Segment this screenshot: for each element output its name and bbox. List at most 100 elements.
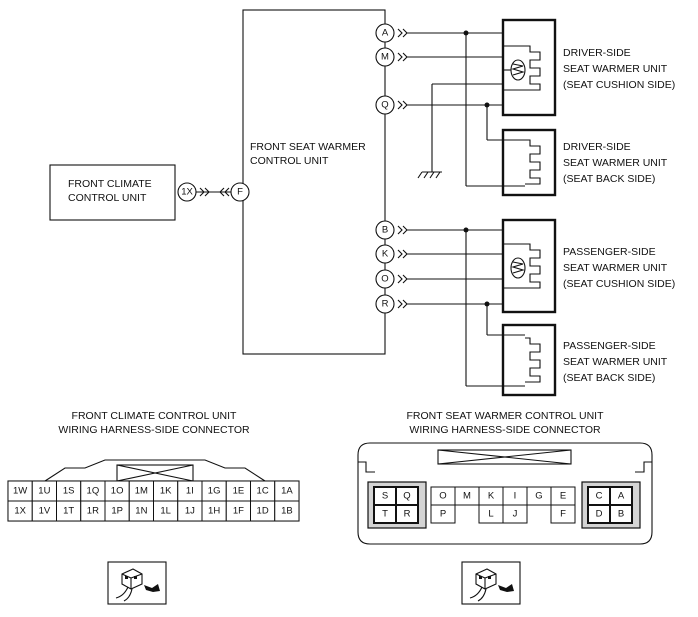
connector-pin-cell — [430, 504, 456, 524]
svg-text:R: R — [382, 299, 389, 310]
svg-text:PASSENGER-SIDE: PASSENGER-SIDE — [563, 246, 656, 258]
connector-pin-label: 1K — [160, 486, 172, 497]
connector-pin-label: 1X — [14, 506, 26, 517]
connector-pin-label: 1F — [233, 506, 244, 517]
climate-control-unit-box — [49, 164, 176, 221]
svg-text:(SEAT BACK SIDE): (SEAT BACK SIDE) — [563, 173, 655, 185]
connector-pin-label: 1V — [39, 506, 51, 517]
warmer-label-passenger-cushion: PASSENGER-SIDE SEAT WARMER UNIT (SEAT CU… — [563, 246, 675, 290]
connector-pin-label: 1O — [111, 486, 124, 497]
connector-pin-cell — [395, 504, 419, 524]
connector-pin-label: J — [513, 509, 518, 520]
svg-text:DRIVER-SIDE: DRIVER-SIDE — [563, 47, 631, 59]
terminal-f — [230, 182, 250, 202]
climate-unit-label-2: CONTROL UNIT — [68, 192, 147, 204]
connector-pin-label: 1J — [185, 506, 195, 517]
warmer-label-passenger-back: PASSENGER-SIDE SEAT WARMER UNIT (SEAT BA… — [563, 340, 668, 384]
warmer-label-driver-back: DRIVER-SIDE SEAT WARMER UNIT (SEAT BACK … — [563, 141, 668, 185]
connector-pin-label: S — [382, 491, 388, 502]
svg-text:WIRING HARNESS-SIDE CONNECTOR: WIRING HARNESS-SIDE CONNECTOR — [58, 424, 250, 436]
seat-warmer-control-unit-box — [242, 9, 386, 355]
terminal-a: A — [375, 23, 395, 43]
svg-text:Q: Q — [381, 100, 388, 111]
connector-pin-cell — [609, 504, 633, 524]
svg-text:SEAT WARMER UNIT: SEAT WARMER UNIT — [563, 262, 668, 274]
connector-pin-label: 1N — [135, 506, 147, 517]
svg-text:DRIVER-SIDE: DRIVER-SIDE — [563, 141, 631, 153]
seat-connector-title: FRONT SEAT WARMER CONTROL UNIT WIRING HA… — [407, 410, 605, 436]
svg-text:FRONT SEAT WARMER CONTROL UNIT: FRONT SEAT WARMER CONTROL UNIT — [407, 410, 605, 422]
svg-text:WIRING HARNESS-SIDE CONNECTOR: WIRING HARNESS-SIDE CONNECTOR — [409, 424, 601, 436]
driver-cushion-unit-box — [501, 18, 557, 117]
svg-text:PASSENGER-SIDE: PASSENGER-SIDE — [563, 340, 656, 352]
connector-pin-label: P — [440, 509, 446, 520]
connector-pin-label: 1U — [38, 486, 50, 497]
connector-pin-label: A — [618, 491, 625, 502]
connector-pin-label: C — [596, 491, 603, 502]
connector-pin-label: 1R — [87, 506, 99, 517]
connector-pin-label: K — [488, 491, 495, 502]
connector-pin-label: 1W — [13, 486, 27, 497]
connector-pin-label: 1Q — [87, 486, 100, 497]
svg-text:SEAT WARMER UNIT: SEAT WARMER UNIT — [563, 63, 668, 75]
svg-text:O: O — [381, 274, 388, 285]
passenger-cushion-unit-box — [501, 218, 557, 314]
connector-pin-label: R — [404, 509, 411, 520]
svg-text:M: M — [381, 52, 389, 63]
control-unit-label-2: CONTROL UNIT — [250, 155, 329, 167]
connector-pin-cell — [274, 500, 300, 522]
svg-text:SEAT WARMER UNIT: SEAT WARMER UNIT — [563, 356, 668, 368]
terminal-b: B — [375, 220, 395, 240]
connector-pin-label: 1I — [186, 486, 194, 497]
terminal-o: O — [375, 269, 395, 289]
driver-back-unit-box — [501, 128, 557, 197]
control-unit-label-1: FRONT SEAT WARMER — [250, 141, 366, 153]
connector-pin-cell — [550, 504, 576, 524]
connector-pin-label: 1C — [257, 486, 269, 497]
connector-pin-label: G — [535, 491, 542, 502]
connector-pin-label: L — [488, 509, 493, 520]
connector-pin-label: 1H — [208, 506, 220, 517]
terminal-f-label: F — [237, 187, 243, 198]
connector-pin-label: I — [514, 491, 517, 502]
connector-pin-label: Q — [403, 491, 410, 502]
connector-pin-label: 1G — [208, 486, 221, 497]
connector-pin-label: 1P — [111, 506, 123, 517]
connector-pin-cell — [502, 504, 528, 524]
connector-pin-label: 1A — [281, 486, 293, 497]
connector-pin-label: 1E — [233, 486, 245, 497]
svg-text:K: K — [382, 249, 389, 260]
svg-text:B: B — [382, 225, 388, 236]
connector-pin-label: 1D — [257, 506, 269, 517]
svg-text:(SEAT BACK SIDE): (SEAT BACK SIDE) — [563, 372, 655, 384]
climate-connector-title: FRONT CLIMATE CONTROL UNIT WIRING HARNES… — [58, 410, 250, 436]
connector-pin-label: F — [560, 509, 566, 520]
terminal-r: R — [375, 294, 395, 314]
connector-pin-label: E — [560, 491, 566, 502]
terminal-m: M — [375, 47, 395, 67]
warmer-label-driver-cushion: DRIVER-SIDE SEAT WARMER UNIT (SEAT CUSHI… — [563, 47, 675, 91]
svg-text:A: A — [382, 28, 389, 39]
terminal-k: K — [375, 244, 395, 264]
connector-pin-label: T — [382, 509, 388, 520]
connector-pin-label: M — [463, 491, 471, 502]
passenger-back-unit-box — [501, 323, 557, 397]
connector-pin-label: 1T — [63, 506, 74, 517]
connector-view-icon — [107, 561, 167, 605]
svg-text:(SEAT CUSHION SIDE): (SEAT CUSHION SIDE) — [563, 278, 675, 290]
terminal-1x-label: 1X — [181, 187, 193, 198]
climate-unit-label-1: FRONT CLIMATE — [68, 178, 152, 190]
svg-text:(SEAT CUSHION SIDE): (SEAT CUSHION SIDE) — [563, 79, 675, 91]
connector-pin-label: 1M — [135, 486, 148, 497]
connector-pin-label: 1B — [281, 506, 293, 517]
connector-pin-label: B — [618, 509, 624, 520]
connector-pin-label: O — [439, 491, 446, 502]
terminal-q: Q — [375, 95, 395, 115]
svg-text:FRONT CLIMATE CONTROL UNIT: FRONT CLIMATE CONTROL UNIT — [72, 410, 237, 422]
connector-view-icon — [461, 561, 521, 605]
connector-pin-label: 1L — [160, 506, 171, 517]
svg-text:SEAT WARMER UNIT: SEAT WARMER UNIT — [563, 157, 668, 169]
